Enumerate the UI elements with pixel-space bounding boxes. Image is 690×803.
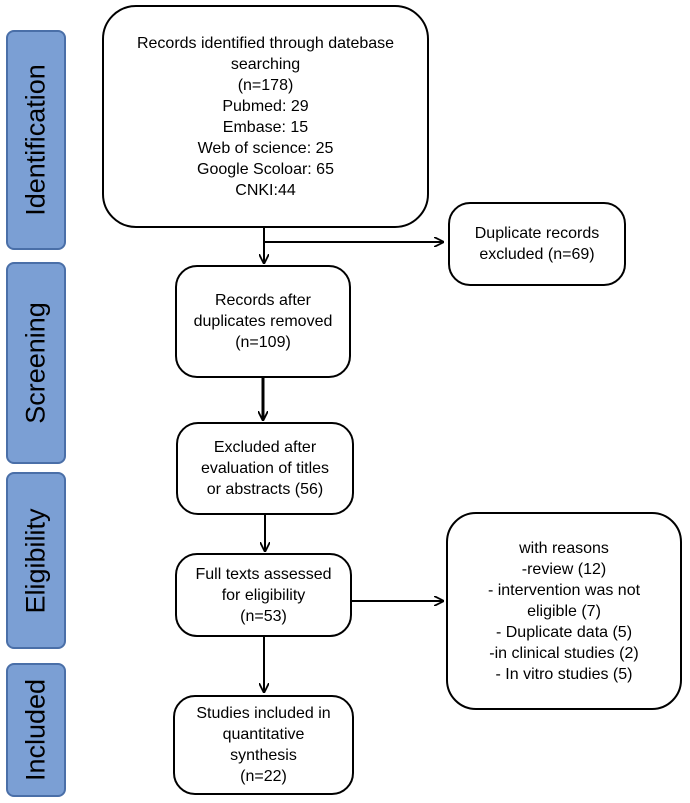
records-identified-line-8: CNKI:44 bbox=[235, 181, 296, 199]
records-identified-line-5: Embase: 15 bbox=[222, 118, 309, 136]
studies-included-box: Studies included in quantitative synthes… bbox=[173, 695, 354, 795]
records-identified-line-4: Pubmed: 29 bbox=[222, 97, 309, 115]
exclusion-reasons-line-5: - Duplicate data (5) bbox=[495, 623, 633, 641]
exclusion-reasons-line-4: eligible (7) bbox=[527, 602, 601, 620]
duplicates-excluded-line-2: excluded (n=69) bbox=[479, 246, 595, 263]
records-after-duplicates-box: Records after duplicates removed (n=109) bbox=[175, 265, 351, 378]
full-texts-line-1: Full texts assessed bbox=[195, 565, 332, 583]
full-texts-line-3: (n=53) bbox=[240, 607, 287, 625]
studies-included-line-4: (n=22) bbox=[240, 768, 287, 785]
records-after-duplicates-line-2: duplicates removed bbox=[193, 313, 333, 330]
records-identified-line-1: Records identified through datebase bbox=[136, 34, 395, 52]
phase-included: Included bbox=[6, 663, 66, 797]
full-texts-line-2: for eligibility bbox=[221, 586, 306, 604]
studies-included-line-2: quantitative bbox=[222, 726, 305, 743]
phase-eligibility: Eligibility bbox=[6, 472, 66, 649]
records-identified-line-7: Google Scoloar: 65 bbox=[197, 160, 334, 178]
excluded-titles-line-2: evaluation of titles bbox=[200, 460, 330, 477]
records-identified-box: Records identified through datebase sear… bbox=[102, 5, 429, 228]
exclusion-reasons-line-7: - In vitro studies (5) bbox=[495, 665, 633, 683]
records-identified-line-3: (n=178) bbox=[237, 76, 294, 94]
full-texts-box: Full texts assessed for eligibility (n=5… bbox=[175, 553, 352, 637]
exclusion-reasons-line-6: -in clinical studies (2) bbox=[489, 644, 639, 662]
studies-included-line-3: synthesis bbox=[230, 747, 297, 764]
exclusion-reasons-box: with reasons -review (12) - intervention… bbox=[446, 512, 682, 710]
exclusion-reasons-line-2: -review (12) bbox=[521, 560, 607, 578]
duplicates-excluded-box: Duplicate records excluded (n=69) bbox=[448, 202, 626, 286]
records-identified-line-2: searching bbox=[230, 55, 301, 73]
records-identified-line-6: Web of science: 25 bbox=[197, 139, 334, 157]
studies-included-line-1: Studies included in bbox=[196, 705, 331, 722]
excluded-titles-line-3: or abstracts (56) bbox=[206, 481, 324, 498]
excluded-titles-box: Excluded after evaluation of titles or a… bbox=[176, 422, 354, 515]
records-after-duplicates-line-3: (n=109) bbox=[235, 334, 291, 351]
phase-identification: Identification bbox=[6, 30, 66, 250]
phase-screening: Screening bbox=[6, 262, 66, 464]
exclusion-reasons-line-3: - intervention was not bbox=[487, 581, 641, 599]
exclusion-reasons-line-1: with reasons bbox=[519, 539, 609, 557]
records-after-duplicates-line-1: Records after bbox=[214, 292, 312, 309]
duplicates-excluded-line-1: Duplicate records bbox=[474, 225, 600, 242]
excluded-titles-line-1: Excluded after bbox=[213, 439, 317, 456]
